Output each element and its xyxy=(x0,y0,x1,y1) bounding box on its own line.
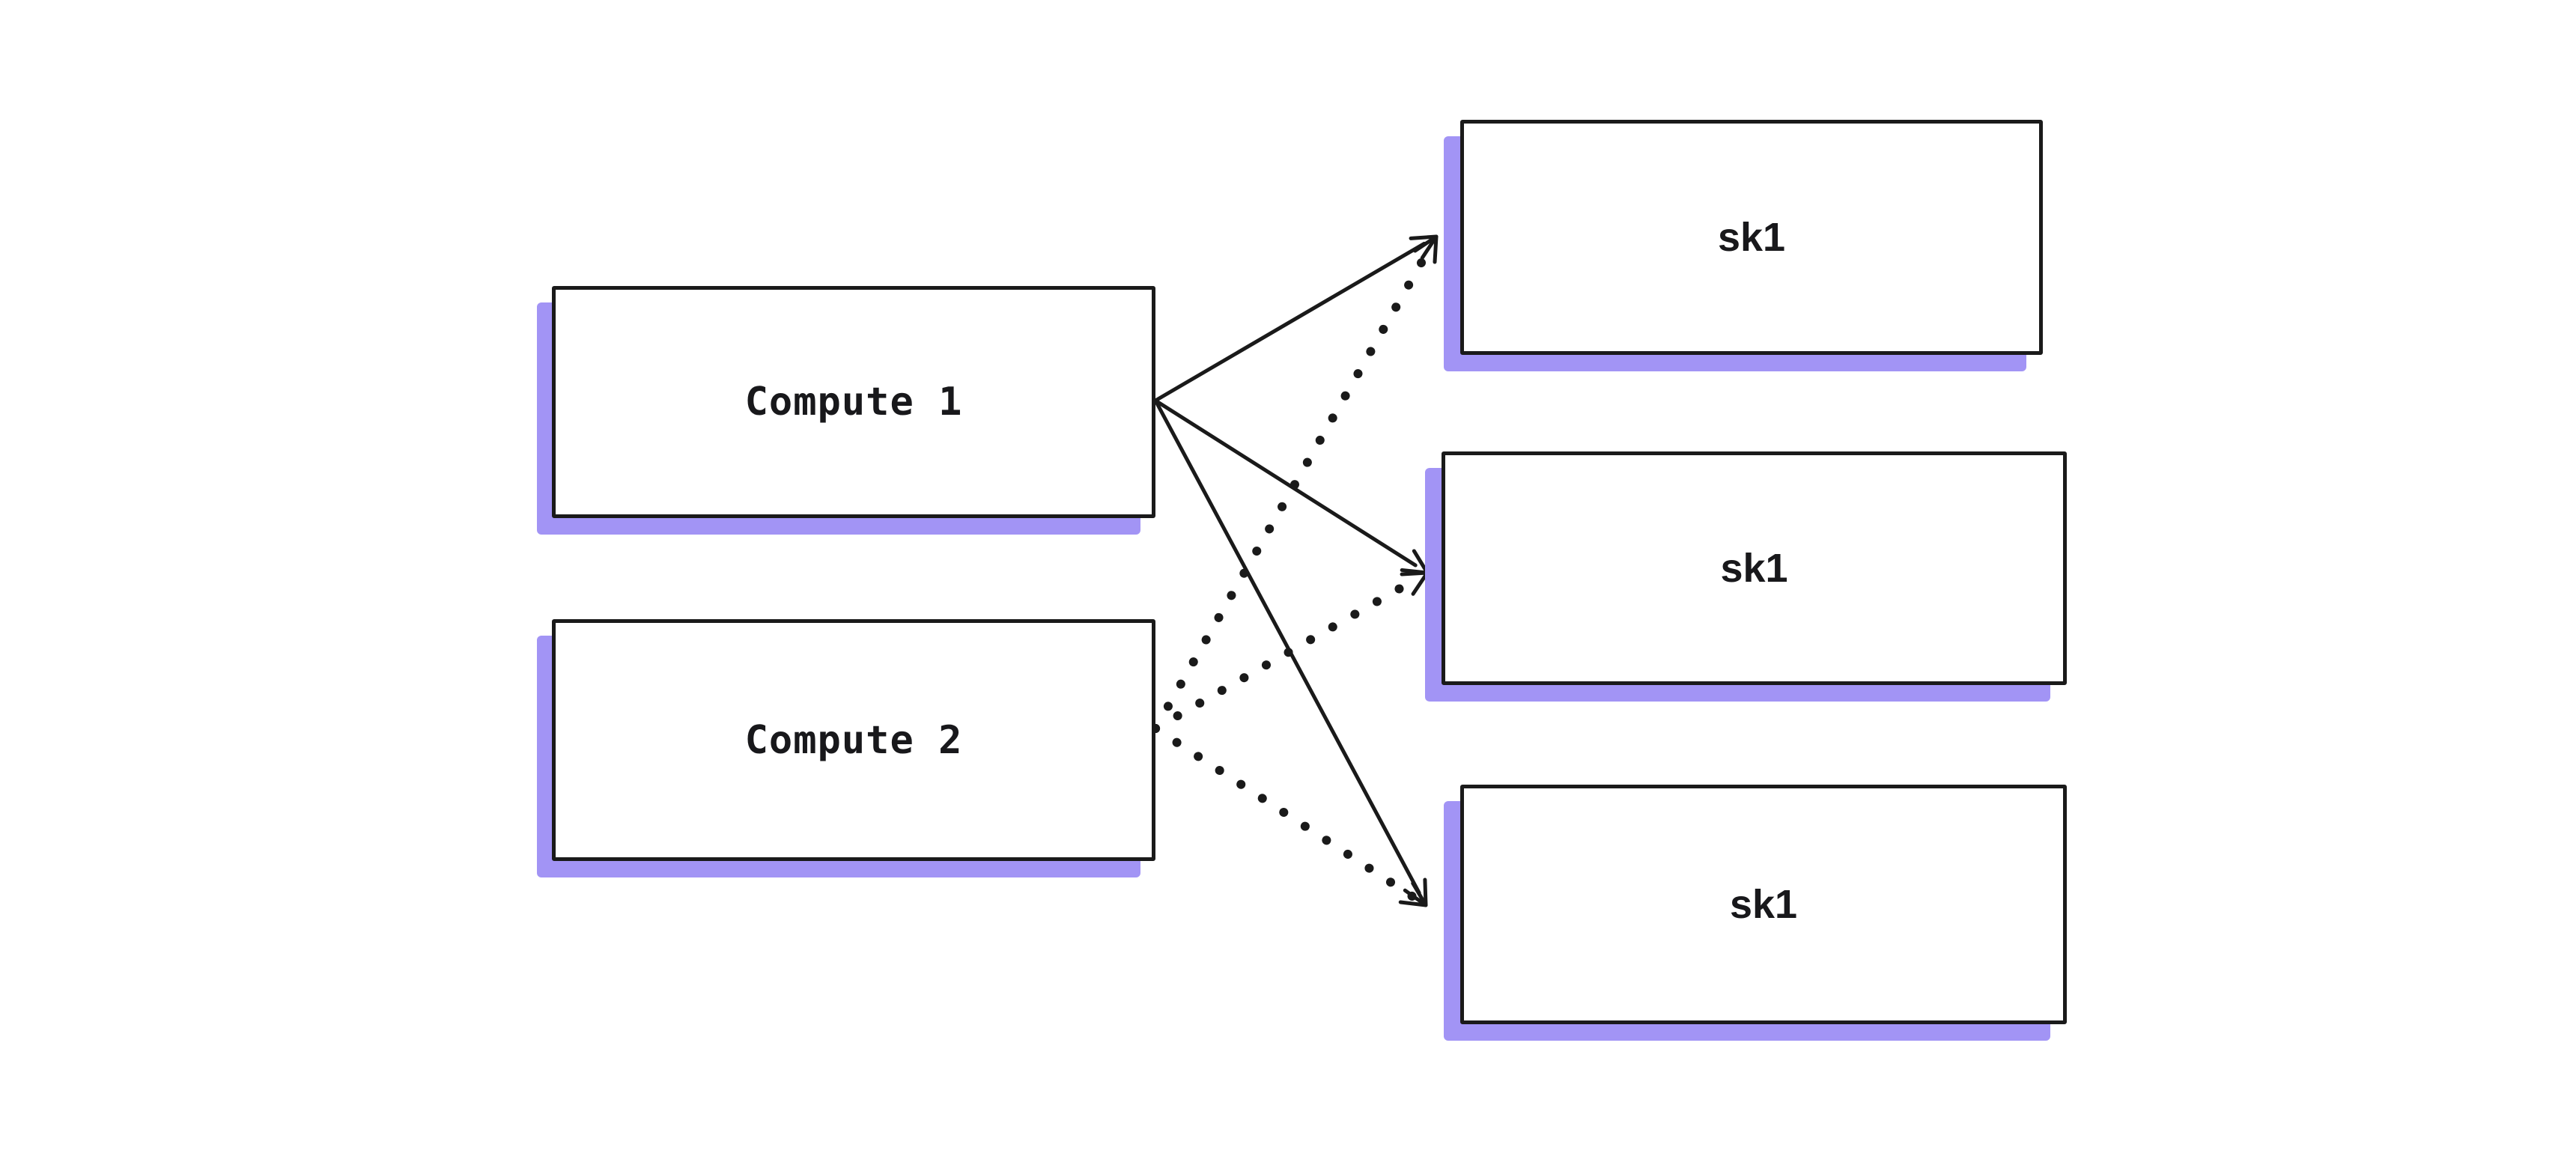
node-label-compute-2: Compute 2 xyxy=(744,717,963,763)
node-sk1-top[interactable]: sk1 xyxy=(1460,120,2043,355)
node-compute-2[interactable]: Compute 2 xyxy=(552,619,1155,861)
edge-arrowhead xyxy=(1409,234,1439,260)
edge-line-dotted xyxy=(1151,724,1419,902)
node-label-compute-1: Compute 1 xyxy=(744,380,963,425)
edge-compute-1-to-sk1-top[interactable] xyxy=(1153,241,1427,403)
edge-line-solid xyxy=(1153,398,1418,568)
node-label-sk1-middle: sk1 xyxy=(1720,546,1788,591)
edge-compute-1-to-sk1-middle[interactable] xyxy=(1153,398,1418,568)
node-label-sk1-top: sk1 xyxy=(1717,215,1786,260)
node-compute-1[interactable]: Compute 1 xyxy=(552,286,1155,518)
edge-arrowhead xyxy=(1398,881,1428,907)
node-sk1-bottom[interactable]: sk1 xyxy=(1460,785,2067,1024)
edge-compute-1-to-sk1-bottom[interactable] xyxy=(1153,398,1421,895)
edge-line-solid xyxy=(1153,398,1421,895)
edge-arrowhead xyxy=(1413,234,1439,264)
edge-compute-2-to-sk1-middle[interactable] xyxy=(1151,575,1420,733)
edge-line-dotted xyxy=(1151,244,1434,733)
edge-line-dotted xyxy=(1151,575,1420,733)
node-label-sk1-bottom: sk1 xyxy=(1729,882,1798,927)
edge-arrowhead xyxy=(1403,877,1428,907)
edge-arrowhead xyxy=(1400,549,1430,575)
edge-line-solid xyxy=(1153,241,1427,403)
node-sk1-middle[interactable]: sk1 xyxy=(1442,451,2067,685)
edge-compute-2-to-sk1-bottom[interactable] xyxy=(1151,724,1419,902)
edge-arrowhead xyxy=(1400,571,1430,596)
edge-compute-2-to-sk1-top[interactable] xyxy=(1151,244,1434,733)
